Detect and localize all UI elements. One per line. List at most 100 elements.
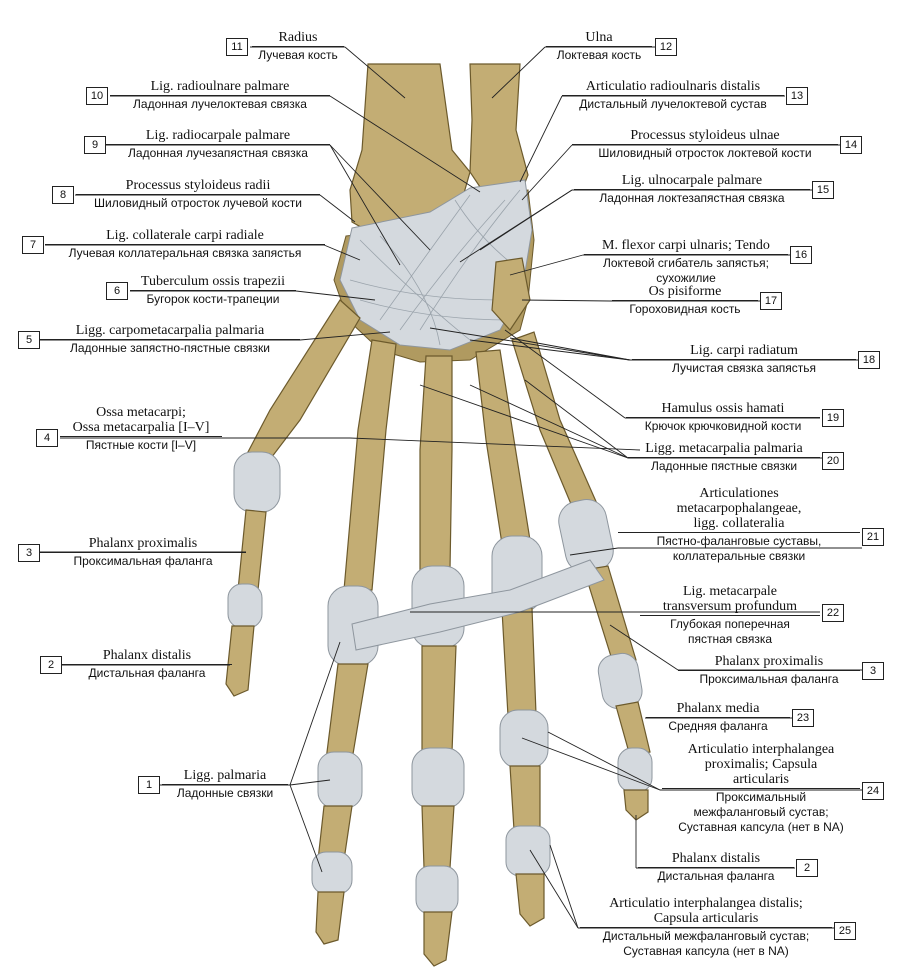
russian-term: Ладонная локтезапястная связка bbox=[599, 191, 785, 205]
thumb-mcp-capsule bbox=[233, 451, 281, 513]
label-phalanx-distalis-right: Phalanx distalis Дистальная фаланга bbox=[638, 851, 794, 884]
russian-term-line-2: коллатеральные связки bbox=[672, 549, 806, 563]
index-proximal-phalanx bbox=[325, 663, 369, 761]
latin-term: Articulationes bbox=[699, 486, 779, 501]
russian-term: Дистальный лучелоктевой сустав bbox=[579, 97, 767, 111]
latin-term: Phalanx media bbox=[646, 701, 790, 718]
russian-term-line-2: пястная связка bbox=[687, 632, 773, 646]
latin-term: Lig. radiocarpale palmare bbox=[106, 128, 330, 145]
russian-term: Ладонная лучелоктевая связка bbox=[133, 97, 307, 111]
label-lig-metacarpale-transversum-profundum: Lig. metacarpale transversum profundum Г… bbox=[640, 584, 820, 647]
middle-distal-phalanx bbox=[423, 911, 453, 967]
russian-term: Средняя фаланга bbox=[668, 719, 768, 733]
label-number: 25 bbox=[834, 922, 856, 940]
thumb-distal-phalanx bbox=[225, 625, 255, 697]
label-ligg-metacarpalia-palmaria: Ligg. metacarpalia palmaria Ладонные пяс… bbox=[628, 441, 820, 474]
latin-term: Hamulus ossis hamati bbox=[626, 401, 820, 418]
latin-term: Processus styloideus ulnae bbox=[572, 128, 838, 145]
latin-term-line-2: metacarpophalangeae, bbox=[676, 501, 802, 516]
russian-term: Локтевая кость bbox=[556, 48, 642, 62]
leader-lines bbox=[40, 46, 862, 929]
label-phalanx-proximalis-left: Phalanx proximalis Проксимальная фаланга bbox=[40, 536, 246, 569]
ring-proximal-phalanx bbox=[501, 607, 537, 717]
latin-term-line-2: proximalis; Capsula bbox=[704, 757, 818, 772]
label-articulatio-interphalangea-proximalis: Articulatio interphalangea proximalis; C… bbox=[662, 742, 860, 835]
pisiform-bone bbox=[491, 257, 531, 331]
latin-term-line-2: Ossa metacarpalia [I–V] bbox=[60, 420, 222, 437]
ulna-bone bbox=[469, 63, 529, 201]
index-dip-capsule bbox=[311, 851, 353, 895]
russian-term: Бугорок кости-трапеции bbox=[146, 292, 280, 306]
label-lig-radioulnare-palmare: Lig. radioulnare palmare Ладонная лучело… bbox=[110, 79, 330, 112]
little-proximal-phalanx bbox=[583, 565, 637, 667]
latin-term: Ligg. palmaria bbox=[162, 768, 288, 785]
label-ligg-palmaria: Ligg. palmaria Ладонные связки bbox=[162, 768, 288, 801]
russian-term: Шиловидный отросток лучевой кости bbox=[94, 196, 302, 210]
little-distal-phalanx bbox=[623, 789, 649, 821]
label-number: 7 bbox=[22, 236, 44, 254]
latin-term: Os pisiforme bbox=[612, 284, 758, 301]
label-lig-ulnocarpale-palmare: Lig. ulnocarpale palmare Ладонная локтез… bbox=[574, 173, 810, 206]
label-number: 2 bbox=[40, 656, 62, 674]
latin-term: Radius bbox=[252, 30, 344, 47]
label-number: 15 bbox=[812, 181, 834, 199]
latin-term: Lig. radioulnare palmare bbox=[110, 79, 330, 96]
label-number: 9 bbox=[84, 136, 106, 154]
latin-term: Lig. ulnocarpale palmare bbox=[574, 173, 810, 190]
little-middle-phalanx bbox=[615, 701, 651, 757]
latin-term: Ossa metacarpi; bbox=[96, 405, 186, 420]
latin-term-line-3: ligg. collateralia bbox=[618, 516, 860, 533]
metacarpal-3 bbox=[419, 355, 453, 571]
label-radius: Radius Лучевая кость bbox=[252, 30, 344, 63]
label-lig-collaterale-carpi-radiale: Lig. collaterale carpi radiale Лучевая к… bbox=[45, 228, 325, 261]
russian-term: Пястно-фаланговые суставы, bbox=[656, 534, 822, 548]
russian-term: Лучевая кость bbox=[258, 48, 338, 62]
label-articulationes-metacarpophalangeae: Articulationes metacarpophalangeae, ligg… bbox=[618, 486, 860, 564]
latin-term: Articulatio interphalangea bbox=[687, 742, 835, 757]
metacarpal-4 bbox=[475, 349, 531, 545]
latin-term: Articulatio interphalangea distalis; bbox=[609, 896, 803, 911]
russian-term: Глубокая поперечная bbox=[670, 617, 790, 631]
label-number: 19 bbox=[822, 409, 844, 427]
latin-term: Ligg. carpometacarpalia palmaria bbox=[40, 323, 300, 340]
index-distal-phalanx bbox=[315, 891, 345, 945]
latin-term: Phalanx distalis bbox=[62, 648, 232, 665]
label-m-flexor-carpi-ulnaris: M. flexor carpi ulnaris; Tendo Локтевой … bbox=[584, 238, 788, 286]
russian-term: Дистальная фаланга bbox=[88, 666, 206, 680]
label-number: 18 bbox=[858, 351, 880, 369]
thumb-ip-capsule bbox=[227, 583, 263, 629]
label-number: 12 bbox=[655, 38, 677, 56]
latin-term: Ligg. metacarpalia palmaria bbox=[628, 441, 820, 458]
latin-term: Ulna bbox=[546, 30, 652, 47]
middle-middle-phalanx bbox=[421, 805, 455, 869]
russian-term-line-2: Суставная капсула (нет в NA) bbox=[623, 944, 789, 958]
russian-term: Лучевая коллатеральная связка запястья bbox=[68, 246, 302, 260]
russian-term-line-3: Суставная капсула (нет в NA) bbox=[678, 820, 844, 834]
label-number: 6 bbox=[106, 282, 128, 300]
latin-term: Phalanx proximalis bbox=[40, 536, 246, 553]
latin-term: Lig. carpi radiatum bbox=[632, 343, 856, 360]
label-ligg-carpometacarpalia-palmaria: Ligg. carpometacarpalia palmaria Ладонны… bbox=[40, 323, 300, 356]
latin-term: Articulatio radioulnaris distalis bbox=[562, 79, 784, 96]
middle-pip-capsule bbox=[411, 747, 465, 809]
label-number: 3 bbox=[862, 662, 884, 680]
label-phalanx-distalis-left: Phalanx distalis Дистальная фаланга bbox=[62, 648, 232, 681]
wrist-ligament-fibers bbox=[349, 189, 521, 346]
deep-transverse-metacarpal-ligament bbox=[351, 559, 605, 651]
latin-term: Lig. metacarpale bbox=[682, 584, 778, 599]
russian-term: Гороховидная кость bbox=[629, 302, 741, 316]
label-articulatio-radioulnaris-distalis: Articulatio radioulnaris distalis Дистал… bbox=[562, 79, 784, 112]
latin-term: M. flexor carpi ulnaris; Tendo bbox=[584, 238, 788, 255]
label-lig-carpi-radiatum: Lig. carpi radiatum Лучистая связка запя… bbox=[632, 343, 856, 376]
ring-dip-capsule bbox=[505, 825, 551, 877]
label-number: 20 bbox=[822, 452, 844, 470]
label-number: 8 bbox=[52, 186, 74, 204]
label-os-pisiforme: Os pisiforme Гороховидная кость bbox=[612, 284, 758, 317]
label-number: 10 bbox=[86, 87, 108, 105]
label-phalanx-proximalis-right: Phalanx proximalis Проксимальная фаланга bbox=[678, 654, 860, 687]
russian-term: Локтевой сгибатель запястья; bbox=[603, 256, 769, 270]
label-number: 17 bbox=[760, 292, 782, 310]
label-number: 22 bbox=[822, 604, 844, 622]
label-ulna: Ulna Локтевая кость bbox=[546, 30, 652, 63]
